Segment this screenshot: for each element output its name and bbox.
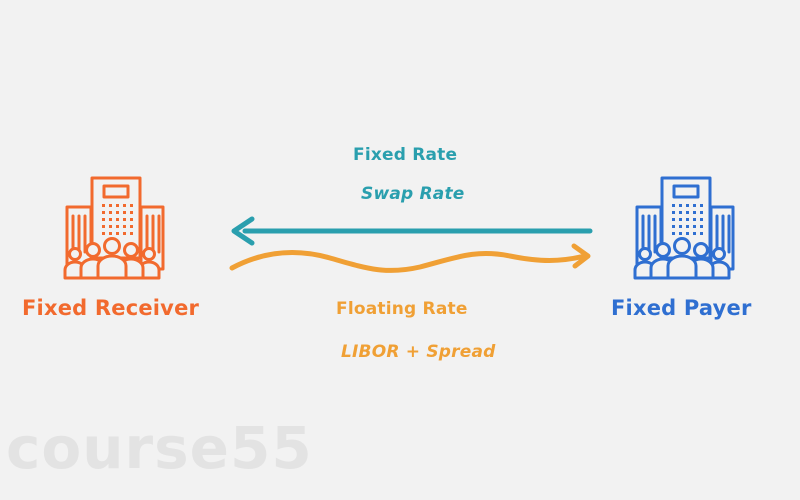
office-building-icon [63, 176, 165, 280]
fixed-receiver-label: Fixed Receiver [22, 296, 200, 320]
watermark-text: course55 [6, 414, 313, 482]
swap-rate-label: Swap Rate [361, 184, 465, 204]
fixed-rate-arrow [231, 216, 593, 246]
office-building-icon [633, 176, 735, 280]
fixed-payer-label: Fixed Payer [611, 296, 752, 320]
libor-spread-label: LIBOR + Spread [341, 342, 496, 362]
fixed-rate-label: Fixed Rate [353, 145, 458, 165]
floating-rate-arrow [229, 243, 591, 273]
floating-rate-label: Floating Rate [336, 299, 468, 319]
